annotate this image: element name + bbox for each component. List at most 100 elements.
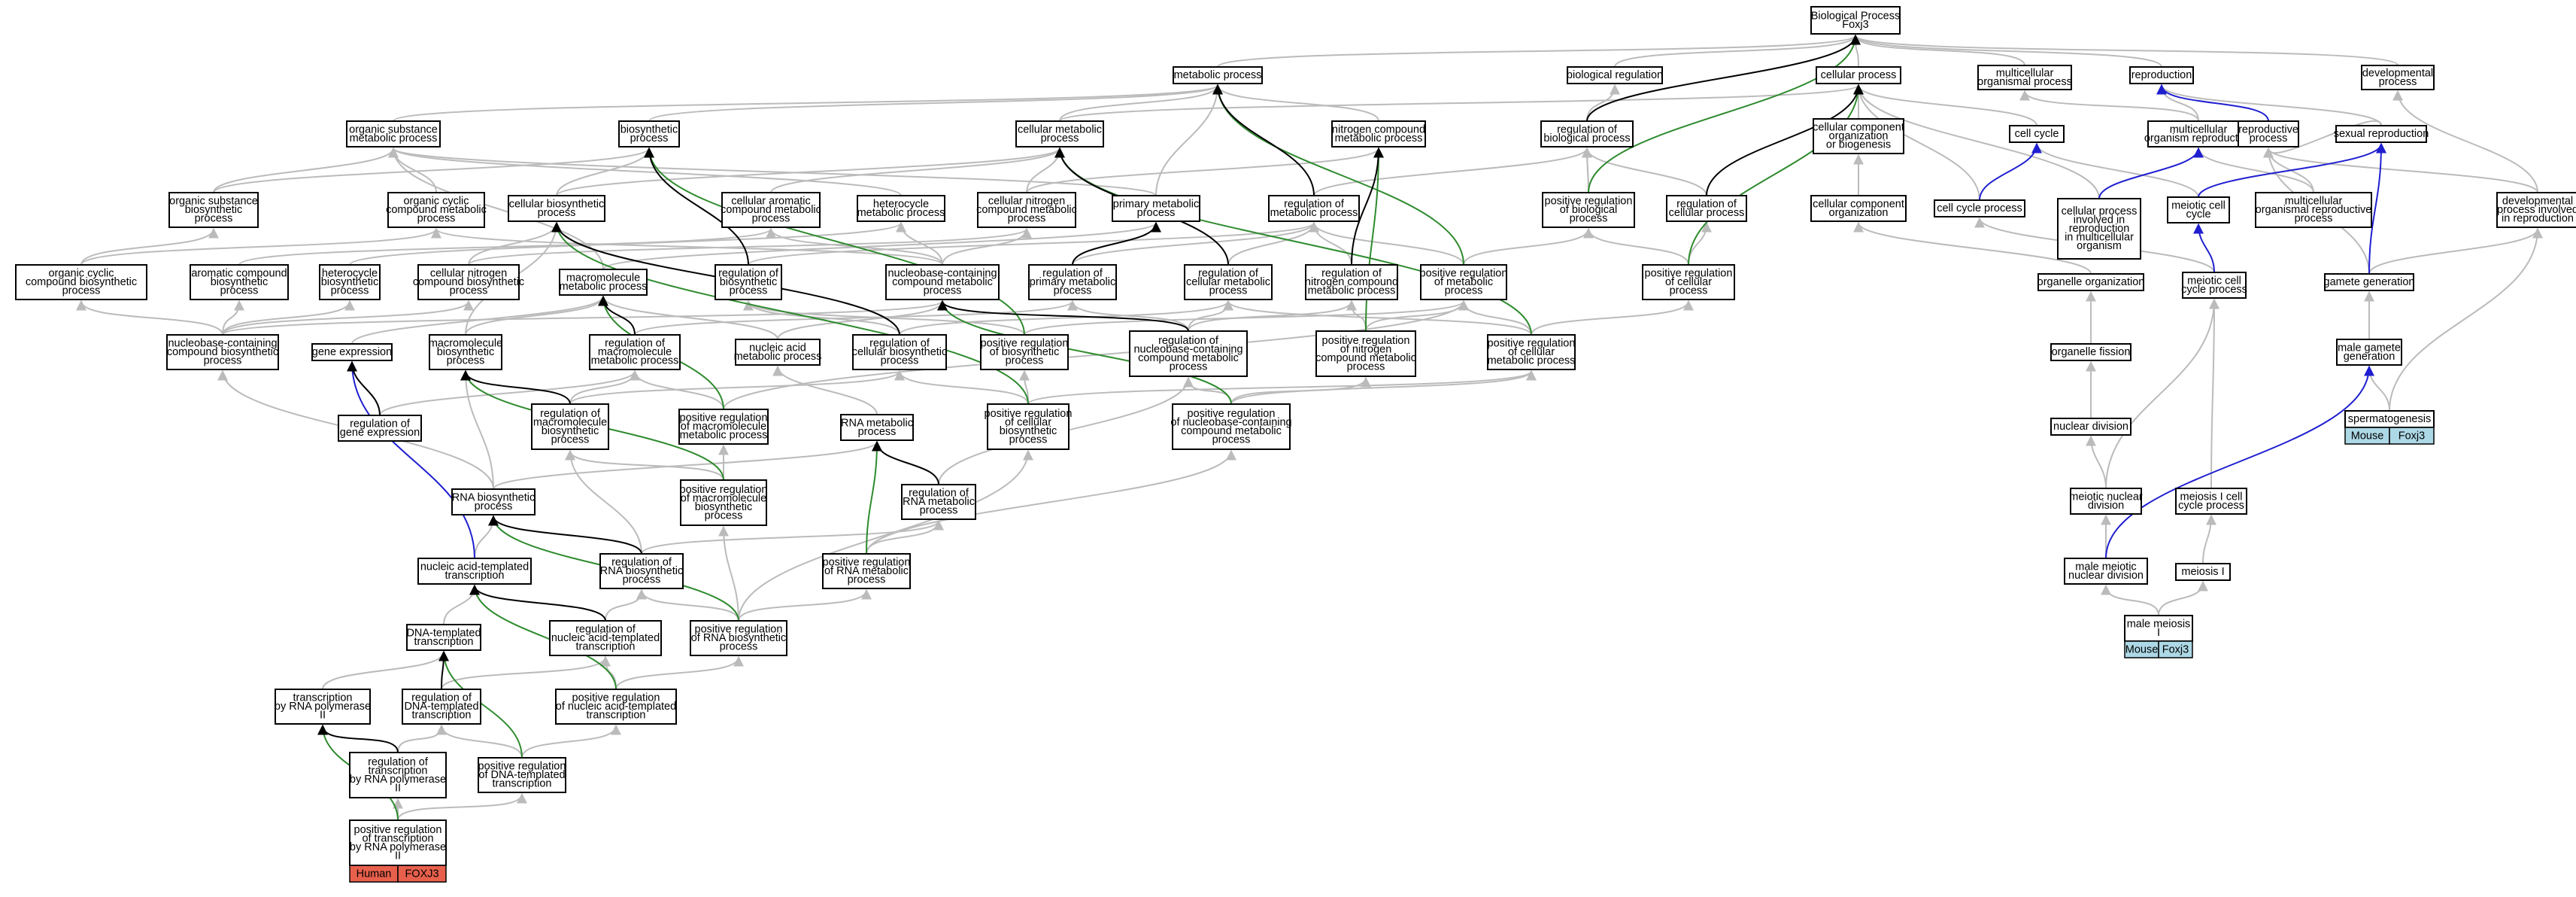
go-term-node-regmacrobio[interactable]: regulation ofmacromoleculebiosyntheticpr… [531, 403, 609, 450]
go-term-node-geneexpr[interactable]: gene expression [311, 343, 393, 361]
node-box [2129, 66, 2194, 84]
node-label-line: positive regulation [985, 408, 1073, 420]
node-box [987, 403, 1070, 450]
go-term-node-metabolic[interactable]: metabolic process [1173, 66, 1263, 84]
node-label-line: RNA biosynthetic [452, 491, 535, 503]
go-term-node-cellproc[interactable]: cellular process [1816, 66, 1901, 84]
go-term-node-bioreg[interactable]: biological regulation [1567, 66, 1663, 84]
go-term-node-nucdiv[interactable]: nuclear division [2050, 418, 2131, 436]
go-term-node-regnbcmet[interactable]: regulation ofnucleobase-containingcompou… [1129, 330, 1248, 377]
go-term-node-sexrep[interactable]: sexual reproduction [2334, 125, 2429, 143]
go-term-node-spermato[interactable]: spermatogenesis [2344, 410, 2435, 428]
node-label-line: male gamete [2338, 342, 2401, 354]
node-label-line: meiosis I [2181, 566, 2224, 578]
node-box [1642, 264, 1735, 300]
node-box [840, 414, 914, 441]
edge-nucacidmet-to-nbcmet [777, 300, 948, 340]
go-term-node-organelleorg[interactable]: organelle organization [2037, 273, 2145, 291]
go-term-node-reproduction[interactable]: reproduction [2129, 66, 2194, 84]
go-term-node-cellcycle[interactable]: cell cycle [2009, 125, 2065, 143]
go-term-node-meiosis1[interactable]: meiosis I [2175, 563, 2231, 581]
node-label-line: nucleobase-containing [1133, 343, 1242, 355]
node-label-line: cell cycle [2015, 128, 2059, 140]
go-term-node-cellcycproc[interactable]: cell cycle process [1934, 199, 2025, 217]
go-term-node-gametegen[interactable]: gamete generation [2324, 273, 2415, 291]
edge-regdnatrans-to-dnatrans [438, 650, 449, 690]
go-term-node-organellefis[interactable]: organelle fission [2050, 343, 2131, 361]
